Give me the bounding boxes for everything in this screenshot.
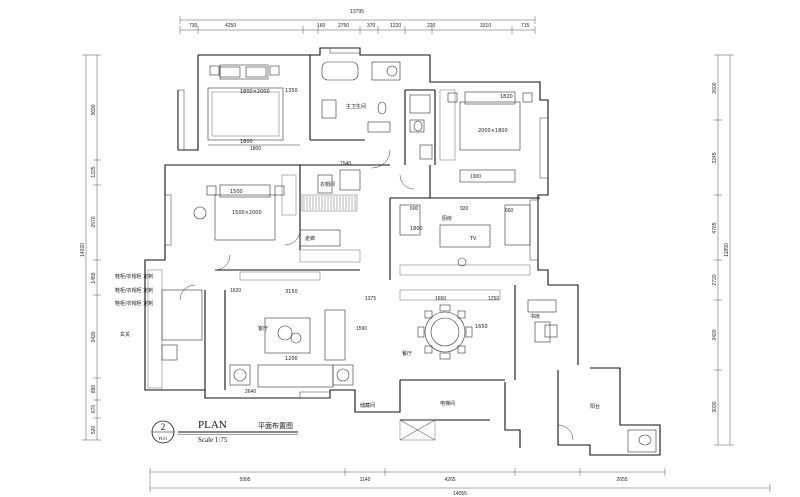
bottom-dim-4: 2655: [616, 477, 627, 483]
right-dim-3: 4765: [712, 222, 718, 233]
title-sub: PL01: [159, 436, 168, 441]
kitchen: TV 厨房 1800: [399, 204, 531, 276]
bedroom-2: 2000×1800 1820: [439, 89, 533, 183]
top-dim-3: 160: [317, 23, 326, 29]
bottom-dimension-chain: 5995 1140 4265 2655 14055: [149, 468, 771, 497]
bottom-dim-3: 4265: [444, 477, 455, 483]
interior-walls: [198, 55, 540, 421]
inner-dim-5: 1650: [435, 296, 446, 302]
master-bedroom: 1800×2000 1800 1350: [207, 64, 300, 146]
svg-text:3150: 3150: [285, 289, 298, 295]
top-dim-6: 1220: [390, 23, 401, 29]
svg-text:1800: 1800: [240, 139, 253, 145]
bottom-total-dim: 14055: [453, 491, 467, 497]
title-number: 2: [161, 422, 166, 432]
living-room: 客厅 1200 3150: [229, 271, 354, 388]
right-total-dim: 11850: [724, 243, 730, 257]
svg-text:1650: 1650: [475, 324, 488, 330]
bottom-dim-2: 1140: [360, 477, 371, 483]
right-dim-4: 2720: [712, 274, 718, 285]
title-plan-word: PLAN: [198, 419, 227, 431]
lift-label: 电梯间: [440, 400, 455, 407]
bedroom-3: 1500×2000 1500: [193, 174, 297, 241]
master-bed-size: 1800×2000: [240, 89, 270, 95]
right-dim-2: 3245: [712, 152, 718, 163]
svg-text:1820: 1820: [500, 94, 513, 100]
left-dim-5: 3420: [91, 331, 97, 342]
living-label: 客厅: [258, 325, 268, 332]
inner-dim-9: 920: [460, 206, 469, 212]
bed2-size: 2000×1800: [478, 128, 508, 134]
master-bathroom: 主卫生间: [321, 61, 433, 160]
title-scale: Scale 1:75: [198, 436, 228, 444]
svg-text:1500: 1500: [230, 189, 243, 195]
kitchen-label: 厨房: [442, 215, 452, 222]
inner-dim-8: 600: [410, 206, 419, 212]
inner-dim-1: 1800: [250, 146, 261, 152]
plan-title-block: 2 PL01 PLAN 平面布置图 Scale 1:75: [151, 419, 298, 444]
inner-dim-11: 1590: [356, 326, 367, 332]
windows: [164, 47, 549, 399]
inner-dim-7: 1900: [470, 174, 481, 180]
bottom-dim-1: 5995: [239, 477, 250, 483]
inner-dim-2: 1540: [340, 161, 351, 167]
left-dim-6: 890: [91, 385, 97, 394]
storage-and-lift: 储藏间 电梯间: [360, 400, 455, 441]
walkin-label: 衣帽间: [320, 181, 335, 188]
entry-area: 鞋柜/衣帽柜 定制 鞋柜/衣帽柜 定制 鞋柜/衣帽柜 定制 玄关: [115, 269, 203, 389]
top-dim-5: 370: [367, 23, 376, 29]
entry-label: 玄关: [120, 331, 130, 338]
left-total-dim: 14020: [80, 243, 86, 257]
svg-text:1350: 1350: [285, 88, 298, 94]
left-dim-4: 1455: [91, 272, 97, 283]
tv-label: TV: [469, 236, 477, 242]
top-dim-2: 4250: [225, 23, 236, 29]
study: 书房 阳台: [527, 299, 657, 453]
left-dimension-chain: 14020 3690 1225 2570 1455 3420 890 670 5…: [80, 54, 101, 441]
inner-dim-12: 1620: [230, 288, 241, 294]
cabinet-note-1: 鞋柜/衣帽柜 定制: [115, 273, 153, 280]
dining-room: 餐厅 1650: [399, 289, 501, 360]
right-dim-5: 3420: [712, 329, 718, 340]
top-dim-8: 3310: [480, 23, 491, 29]
svg-text:1200: 1200: [285, 356, 298, 362]
door-swings: [179, 149, 574, 441]
dining-label: 餐厅: [402, 350, 412, 357]
cabinet-note-2: 鞋柜/衣帽柜 定制: [115, 287, 153, 294]
study-label: 书房: [530, 313, 540, 320]
inner-dimension-labels: 1800 1540 1375 2640 1650 1250 1900 600 9…: [230, 146, 514, 395]
right-dim-1: 2600: [712, 82, 718, 93]
top-dimension-chain: 13795 730 4250 160 2750 370 1220 220 331…: [179, 9, 536, 34]
inner-dim-6: 1250: [488, 296, 499, 302]
top-dim-4: 2750: [338, 23, 349, 29]
right-dim-6: 3030: [712, 401, 718, 412]
inner-dim-10: 660: [505, 208, 514, 214]
inner-dim-4: 2640: [245, 389, 256, 395]
left-dim-3: 2570: [91, 216, 97, 227]
right-dimension-chain: 11850 2600 3245 4765 2720 3420 3030: [712, 54, 734, 446]
walk-in-closet: 衣帽间 走廊: [299, 169, 361, 263]
left-dim-8: 520: [91, 426, 97, 435]
store-label: 储藏间: [360, 402, 375, 409]
top-dim-7: 220: [427, 23, 436, 29]
left-dim-2: 1225: [91, 166, 97, 177]
balcony-label: 阳台: [590, 403, 600, 410]
title-plan-cn: 平面布置图: [258, 421, 293, 430]
bed3-size: 1500×2000: [232, 210, 262, 216]
top-total-dim: 13795: [350, 9, 364, 15]
top-dim-9: 715: [521, 23, 530, 29]
inner-dim-3: 1375: [365, 296, 376, 302]
top-dim-1: 730: [189, 23, 198, 29]
left-dim-1: 3690: [91, 104, 97, 115]
bath-label: 主卫生间: [346, 103, 366, 110]
cabinet-note-3: 鞋柜/衣帽柜 定制: [115, 300, 153, 307]
left-dim-7: 670: [91, 405, 97, 414]
hall-label: 走廊: [305, 235, 315, 242]
exterior-walls: [144, 47, 661, 456]
svg-text:1800: 1800: [410, 226, 423, 232]
